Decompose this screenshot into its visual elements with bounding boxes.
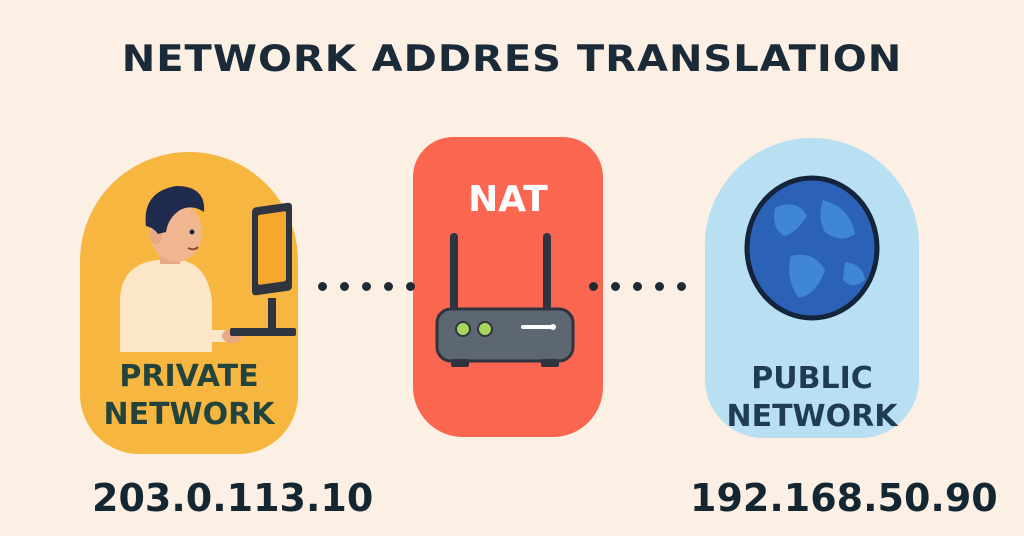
connector-dot bbox=[362, 282, 371, 291]
connector-nat-to-public bbox=[589, 282, 686, 291]
connector-private-to-nat bbox=[318, 282, 415, 291]
connector-dot bbox=[318, 282, 327, 291]
globe-icon bbox=[744, 175, 880, 321]
public-ip-address: 192.168.50.90 bbox=[690, 476, 998, 520]
connector-dot bbox=[589, 282, 598, 291]
router-icon bbox=[435, 233, 575, 367]
diagram-title: NETWORK ADDRES TRANSLATION bbox=[121, 37, 903, 81]
connector-dot bbox=[633, 282, 642, 291]
public-network-label: PUBLIC NETWORK bbox=[726, 361, 898, 434]
nat-label: NAT bbox=[468, 179, 548, 220]
private-network-label: PRIVATE NETWORK bbox=[103, 359, 275, 432]
connector-dot bbox=[655, 282, 664, 291]
person-at-computer-icon bbox=[120, 186, 296, 352]
private-network-panel: PRIVATE NETWORK bbox=[80, 152, 298, 454]
connector-dot bbox=[677, 282, 686, 291]
connector-dot bbox=[384, 282, 393, 291]
connector-dot bbox=[406, 282, 415, 291]
connector-dot bbox=[611, 282, 620, 291]
connector-dot bbox=[340, 282, 349, 291]
nat-panel: NAT bbox=[413, 137, 603, 437]
public-network-panel: PUBLIC NETWORK bbox=[705, 138, 919, 438]
private-ip-address: 203.0.113.10 bbox=[92, 476, 374, 520]
